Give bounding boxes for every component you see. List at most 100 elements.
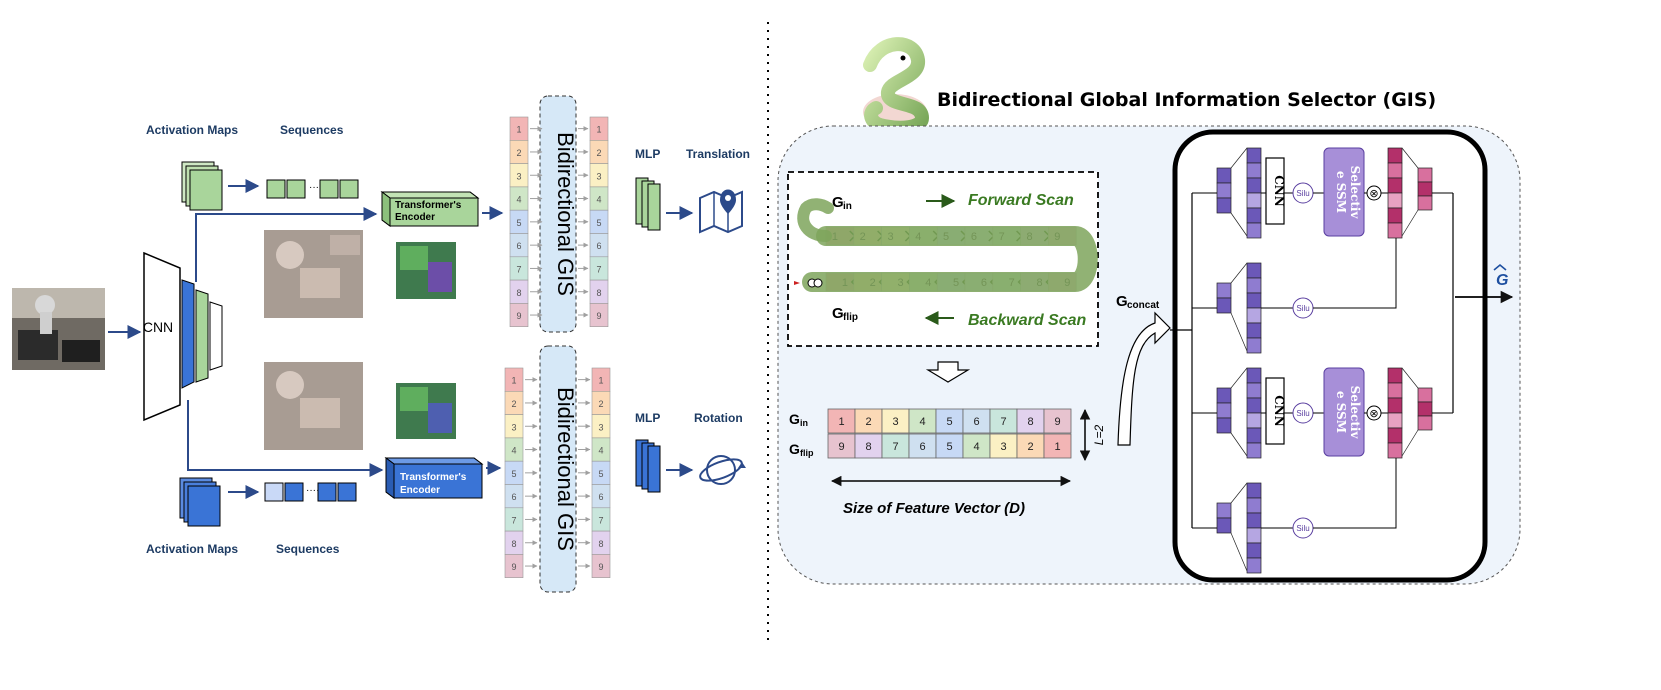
activation-maps-label-top: Activation Maps	[146, 123, 238, 137]
token-number: 8	[598, 539, 603, 549]
ssm-label-line2: e SSM	[1334, 391, 1348, 433]
token-number: 3	[598, 422, 603, 432]
feature-cell	[1387, 397, 1403, 414]
activation-maps-label-bottom: Activation Maps	[146, 542, 238, 556]
feature-cell	[1246, 177, 1262, 194]
l-label: L=2	[1092, 424, 1106, 445]
size-label: Size of Feature Vector (D)	[843, 500, 1025, 517]
mlp-label-top: MLP	[635, 147, 660, 161]
bidirectional-gis-bottom: Bidirectional GIS	[539, 345, 578, 593]
gis-bottom-label: Bidirectional GIS	[553, 387, 578, 551]
feature-cell	[1246, 412, 1262, 429]
snake-scan-body	[794, 198, 1098, 292]
matrix-cell	[827, 408, 856, 434]
matrix-number: 2	[1027, 441, 1033, 453]
matrix-cell	[854, 433, 883, 459]
g-in-sub: in	[843, 201, 852, 212]
feature-cell	[1387, 412, 1403, 429]
matrix-number: 4	[919, 416, 925, 428]
token-number: 2	[596, 148, 601, 158]
feature-cell	[1387, 207, 1403, 224]
concat-hollow-arrow	[1117, 311, 1171, 446]
feature-cell	[1216, 282, 1232, 299]
feature-cell	[1246, 337, 1262, 354]
g-hat-label: G	[1496, 272, 1508, 289]
feature-cell	[1246, 262, 1262, 279]
token-number: 9	[516, 311, 521, 321]
feature-cell	[1387, 367, 1403, 384]
gis-title: Bidirectional Global Information Selecto…	[937, 89, 1436, 111]
matrix-cell	[1043, 433, 1072, 459]
encoder-bottom-line1: Transformer's	[400, 472, 467, 483]
feature-cell	[1246, 397, 1262, 414]
sequences-bottom: ·····	[264, 482, 357, 502]
arrow-cnn-encoder-bottom	[187, 400, 384, 477]
token-number: 7	[598, 515, 603, 525]
rotation-icon	[699, 455, 746, 485]
encoder-bottom-line2: Encoder	[400, 485, 440, 496]
feature-cell	[1246, 307, 1262, 324]
token-number: 3	[511, 422, 516, 432]
feature-cell	[1246, 497, 1262, 514]
token-number: 3	[596, 171, 601, 181]
feature-cell	[1387, 192, 1403, 209]
g-flip-label: G	[832, 305, 844, 322]
ssm-label-line2: e SSM	[1334, 171, 1348, 213]
g-hat-symbol	[1493, 263, 1507, 271]
feature-cell	[1246, 557, 1262, 574]
token-number: 8	[516, 288, 521, 298]
token-cell	[589, 303, 609, 327]
matrix-cell	[827, 433, 856, 459]
attention-image-top-2	[396, 242, 456, 299]
matrix-number: 8	[865, 441, 871, 453]
matrix-number: 9	[1054, 416, 1060, 428]
token-number: 6	[596, 241, 601, 251]
feature-cell	[1246, 427, 1262, 444]
token-number: 4	[596, 195, 601, 205]
g-concat-label: G	[1116, 293, 1128, 310]
feature-cell	[1387, 147, 1403, 164]
matrix-cell	[989, 433, 1018, 459]
translation-label: Translation	[686, 147, 750, 161]
g-flip-sub: flip	[843, 312, 858, 323]
token-number: 5	[516, 218, 521, 228]
attention-image-bottom-1	[264, 362, 363, 450]
feature-cell	[1216, 297, 1232, 314]
feature-cell	[1216, 387, 1232, 404]
feature-cell	[1246, 192, 1262, 209]
token-number: 2	[511, 399, 516, 409]
mlp-top	[635, 177, 661, 231]
matrix-number: 8	[1027, 416, 1033, 428]
token-number: 1	[511, 376, 516, 386]
g-concat-sub: concat	[1127, 300, 1160, 311]
feature-cell	[1246, 292, 1262, 309]
feature-cell	[1246, 322, 1262, 339]
feature-cell	[1246, 222, 1262, 239]
matrix-row1-sub: in	[800, 418, 808, 428]
feature-cell	[1216, 167, 1232, 184]
token-number: 9	[596, 311, 601, 321]
mlp-bottom	[635, 439, 661, 493]
token-number: 7	[511, 515, 516, 525]
attention-image-bottom-2	[396, 383, 456, 439]
token-number: 7	[596, 264, 601, 274]
matrix-number: 5	[946, 441, 952, 453]
feature-cell	[1246, 542, 1262, 559]
feature-cell	[1246, 512, 1262, 529]
sequences-top: ·····	[266, 179, 359, 199]
token-cell	[591, 554, 611, 579]
svg-text:·····: ·····	[306, 485, 323, 496]
feature-cell	[1387, 427, 1403, 444]
down-hollow-arrow	[925, 361, 971, 383]
token-number: 6	[511, 492, 516, 502]
matrix-number: 1	[1054, 441, 1060, 453]
feature-cell	[1417, 387, 1433, 403]
token-cell	[509, 303, 529, 327]
feature-cell	[1246, 277, 1262, 294]
feature-cell	[1246, 367, 1262, 384]
token-number: 6	[598, 492, 603, 502]
